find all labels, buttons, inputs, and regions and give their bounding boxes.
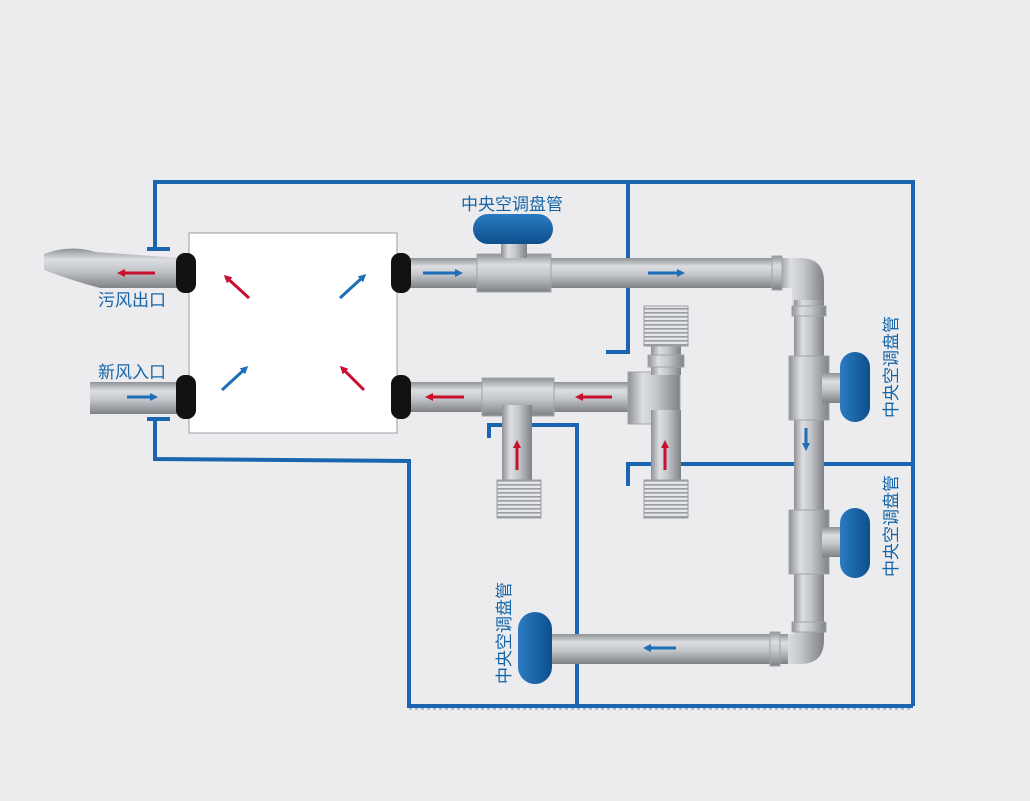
supply-pipe-top <box>402 258 802 288</box>
coil-cap-icon <box>473 214 553 244</box>
duct-outline <box>147 180 915 708</box>
seal <box>391 375 411 419</box>
coil-label-bottom: 中央空调盘管 <box>495 582 515 684</box>
flow-arrows <box>117 269 810 652</box>
joint-ring <box>769 631 781 667</box>
arrow-icon <box>339 365 366 392</box>
arrow-icon <box>338 273 367 300</box>
duct-line-mid-vent <box>487 423 579 706</box>
arrow-icon <box>223 274 251 300</box>
seal <box>176 375 196 419</box>
vent-grille-icon <box>643 479 689 519</box>
joint-ring <box>791 621 827 633</box>
joint-ring <box>771 255 783 291</box>
arrow-icon <box>220 365 249 392</box>
unit-seals <box>176 253 411 419</box>
vent-grille-icon <box>643 305 689 347</box>
seal <box>391 253 411 293</box>
seal <box>176 253 196 293</box>
fresh-air-inlet-label: 新风入口 <box>98 363 166 383</box>
tee-top <box>476 253 552 293</box>
heat-recovery-unit <box>188 232 398 434</box>
coil-label-right-upper: 中央空调盘管 <box>882 316 902 418</box>
cross-joint <box>647 354 685 368</box>
vent-grille-icon <box>496 479 542 519</box>
coil-cap-icon <box>840 352 870 422</box>
coil-cap-icon <box>840 508 870 578</box>
exhaust-outlet-label: 污风出口 <box>98 291 166 311</box>
joint-ring <box>791 305 827 317</box>
supply-pipe-right <box>794 300 824 640</box>
duct-line-right <box>628 180 915 706</box>
exhaust-pipe <box>44 248 180 288</box>
coil-label-right-lower: 中央空调盘管 <box>882 475 902 577</box>
coil-label-top: 中央空调盘管 <box>461 195 563 215</box>
coil-cap-icon <box>518 612 552 684</box>
